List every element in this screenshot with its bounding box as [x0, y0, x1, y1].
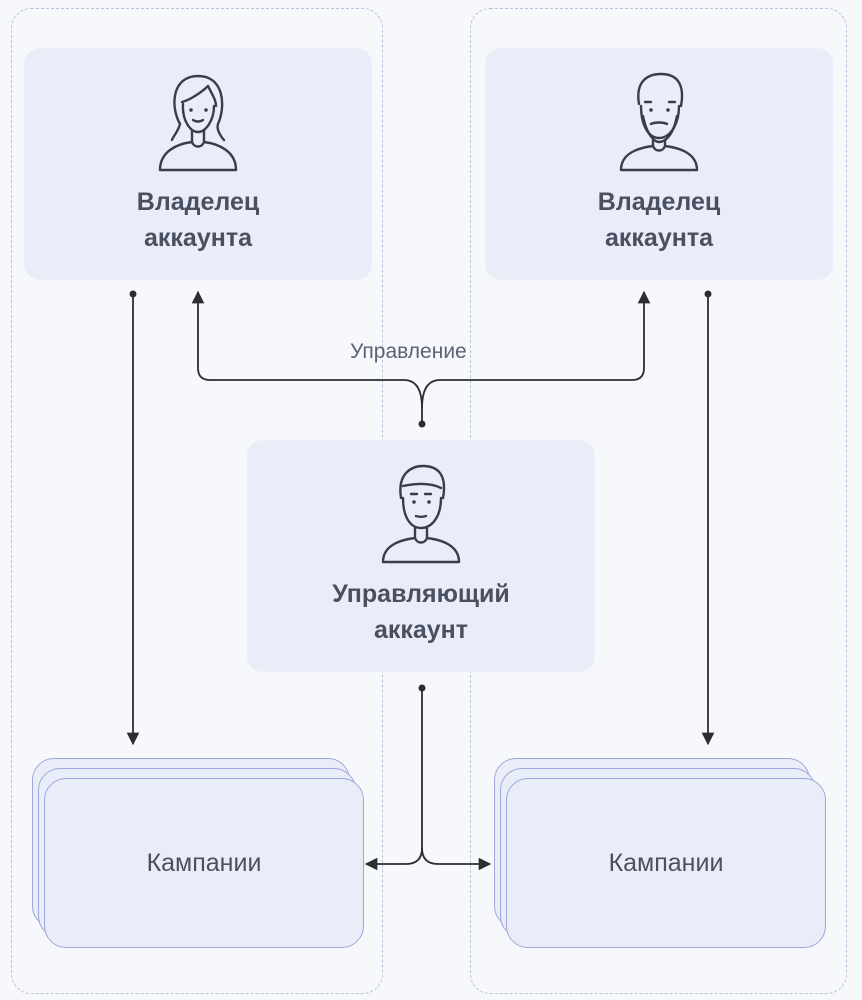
- owner-left-title-line2: аккаунта: [144, 224, 252, 252]
- manager-title: Управляющий аккаунт: [332, 576, 510, 648]
- owner-left-title-line1: Владелец: [136, 188, 260, 216]
- management-arrow-left: [191, 290, 423, 424]
- campaigns-card-right: Кампании: [506, 778, 826, 948]
- manager-title-line1: Управляющий: [332, 580, 510, 608]
- owner-left-title: Владелец аккаунта: [137, 184, 259, 256]
- manager-title-line2: аккаунт: [373, 616, 469, 644]
- owner-card-left: Владелец аккаунта: [24, 48, 372, 280]
- connector-dot: [418, 420, 426, 428]
- owner-right-title-line2: аккаунта: [605, 224, 713, 252]
- bearded-man-avatar-icon: [619, 72, 699, 172]
- woman-avatar-icon: [158, 74, 238, 172]
- man-avatar-icon: [381, 464, 461, 564]
- connector-dot: [704, 290, 712, 298]
- management-label: Управление: [350, 340, 467, 363]
- manager-to-campaigns-left-arrow: [364, 688, 423, 871]
- management-arrow-right: [421, 290, 651, 409]
- manager-to-campaigns-right-arrow: [421, 847, 492, 871]
- campaigns-card-left: Кампании: [44, 778, 364, 948]
- owner-right-title: Владелец аккаунта: [598, 184, 720, 256]
- owner-card-right: Владелец аккаунта: [485, 48, 833, 280]
- manager-card: Управляющий аккаунт: [247, 440, 595, 672]
- owner-right-title-line1: Владелец: [597, 188, 721, 216]
- campaigns-left-label: Кампании: [146, 848, 262, 877]
- connector-dot: [418, 684, 426, 692]
- campaigns-right-label: Кампании: [608, 848, 724, 877]
- connector-dot: [129, 290, 137, 298]
